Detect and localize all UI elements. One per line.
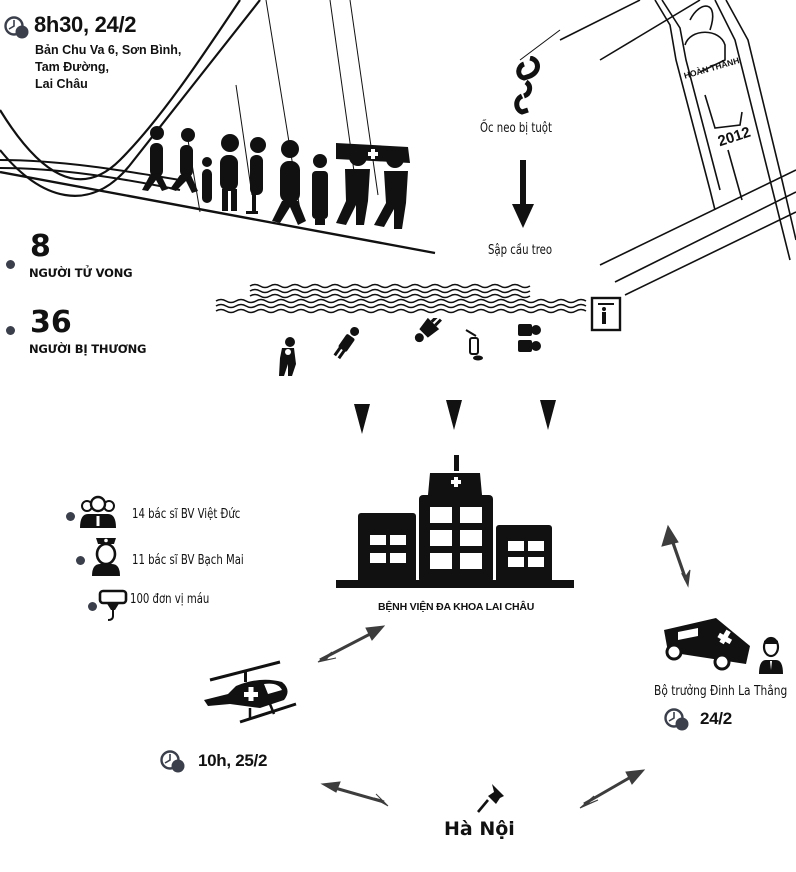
helicopter-icon	[204, 660, 297, 724]
bullet-dot	[88, 602, 97, 611]
group-people-icon	[518, 324, 541, 352]
broken-chain-icon	[514, 56, 540, 115]
bridge-cables	[0, 0, 436, 255]
river-waves	[215, 283, 587, 314]
people-crossing-bridge	[142, 126, 410, 229]
cause-step-1: Ốc neo bị tuột	[480, 121, 552, 136]
blood-bag-icon	[98, 589, 128, 621]
clock-calendar-icon	[160, 750, 185, 773]
clock-calendar-icon	[4, 16, 29, 39]
fallen-person-icon	[333, 326, 360, 360]
down-triangle-icon	[540, 400, 556, 430]
nurse-icon	[92, 538, 120, 576]
floating-person-icon	[414, 318, 442, 343]
bullet-dot	[6, 326, 15, 335]
resource-label: 14 bác sĩ BV Việt Đức	[132, 506, 241, 522]
stat-label: NGƯỜI TỬ VONG	[29, 266, 133, 280]
helicopter-time: 10h, 25/2	[198, 751, 268, 770]
injured-person-icon	[279, 337, 296, 376]
anchor-cable	[519, 29, 561, 61]
address-line: Bản Chu Va 6, Sơn Bình,	[35, 43, 182, 57]
address-line: Tam Đường,	[35, 60, 109, 74]
pushpin-icon	[477, 784, 504, 813]
victim-figures	[279, 318, 541, 376]
drowning-person-icon	[465, 329, 483, 361]
clock-calendar-icon	[664, 708, 689, 731]
hospital-building-icon	[336, 455, 574, 588]
destination-city: Hà Nội	[444, 818, 515, 840]
ambulance-icon	[664, 618, 750, 671]
address-line: Lai Châu	[35, 77, 88, 91]
stat-value: 8	[30, 229, 51, 264]
bullet-dot	[76, 556, 85, 565]
resource-label: 11 bác sĩ BV Bạch Mai	[132, 552, 244, 568]
minister-avatar-icon	[759, 636, 783, 674]
doctors-group-icon	[80, 495, 116, 528]
hospital-name: BỆNH VIỆN ĐA KHOA LAI CHÂU	[378, 601, 535, 613]
down-triangle-icon	[446, 400, 462, 430]
event-address: Bản Chu Va 6, Sơn Bình, Tam Đường, Lai C…	[35, 42, 181, 93]
bullet-dot	[66, 512, 75, 521]
hanging-icon	[590, 296, 622, 332]
event-time: 8h30, 24/2	[34, 12, 137, 37]
down-triangle-icon	[354, 404, 370, 434]
resource-label: 100 đơn vị máu	[130, 591, 210, 607]
stat-label: NGƯỜI BỊ THƯƠNG	[29, 342, 147, 356]
minister-date: 24/2	[700, 709, 732, 728]
flow-arrows-to-hospital	[354, 400, 556, 434]
stat-value: 36	[30, 305, 72, 340]
bullet-dot	[6, 260, 15, 269]
bridge-tower	[559, 0, 796, 296]
down-arrow-icon	[512, 160, 534, 228]
cause-step-2: Sập cầu treo	[488, 243, 553, 258]
minister-name: Bộ trưởng Đinh La Thắng	[654, 684, 788, 699]
